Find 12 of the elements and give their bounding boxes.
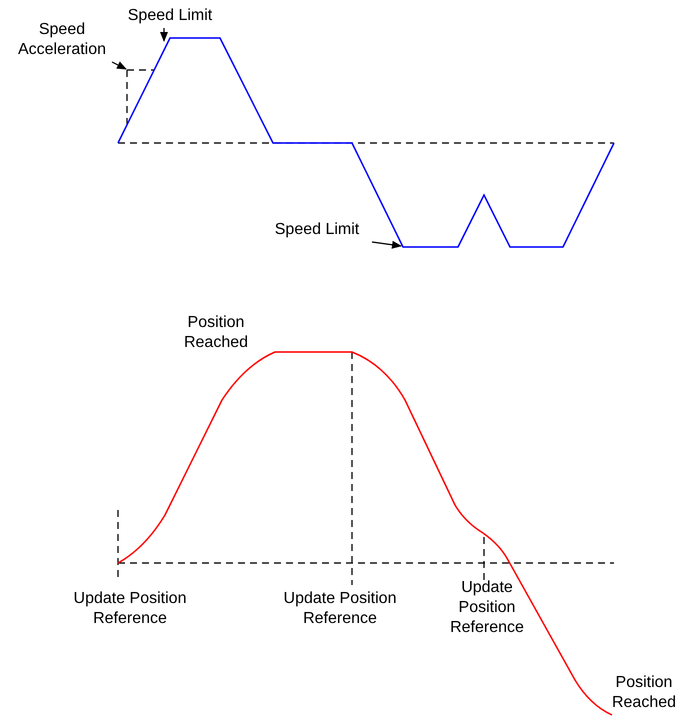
annotation-text: Speed Acceleration [12,20,112,60]
annotation-text: Speed Limit [262,220,372,240]
annotation-text: Update Position Reference [449,578,525,638]
annotation-text: Speed Limit [112,6,228,26]
annotation-text: Update Position Reference [72,589,188,629]
leader-line [112,61,127,70]
speed-profile-curve [117,37,615,248]
leader-line [160,28,168,42]
leader-line [372,240,402,249]
annotation-text: Position Reached [610,673,678,713]
annotation-text: Update Position Reference [282,589,398,629]
annotation-text: Position Reached [182,313,250,353]
